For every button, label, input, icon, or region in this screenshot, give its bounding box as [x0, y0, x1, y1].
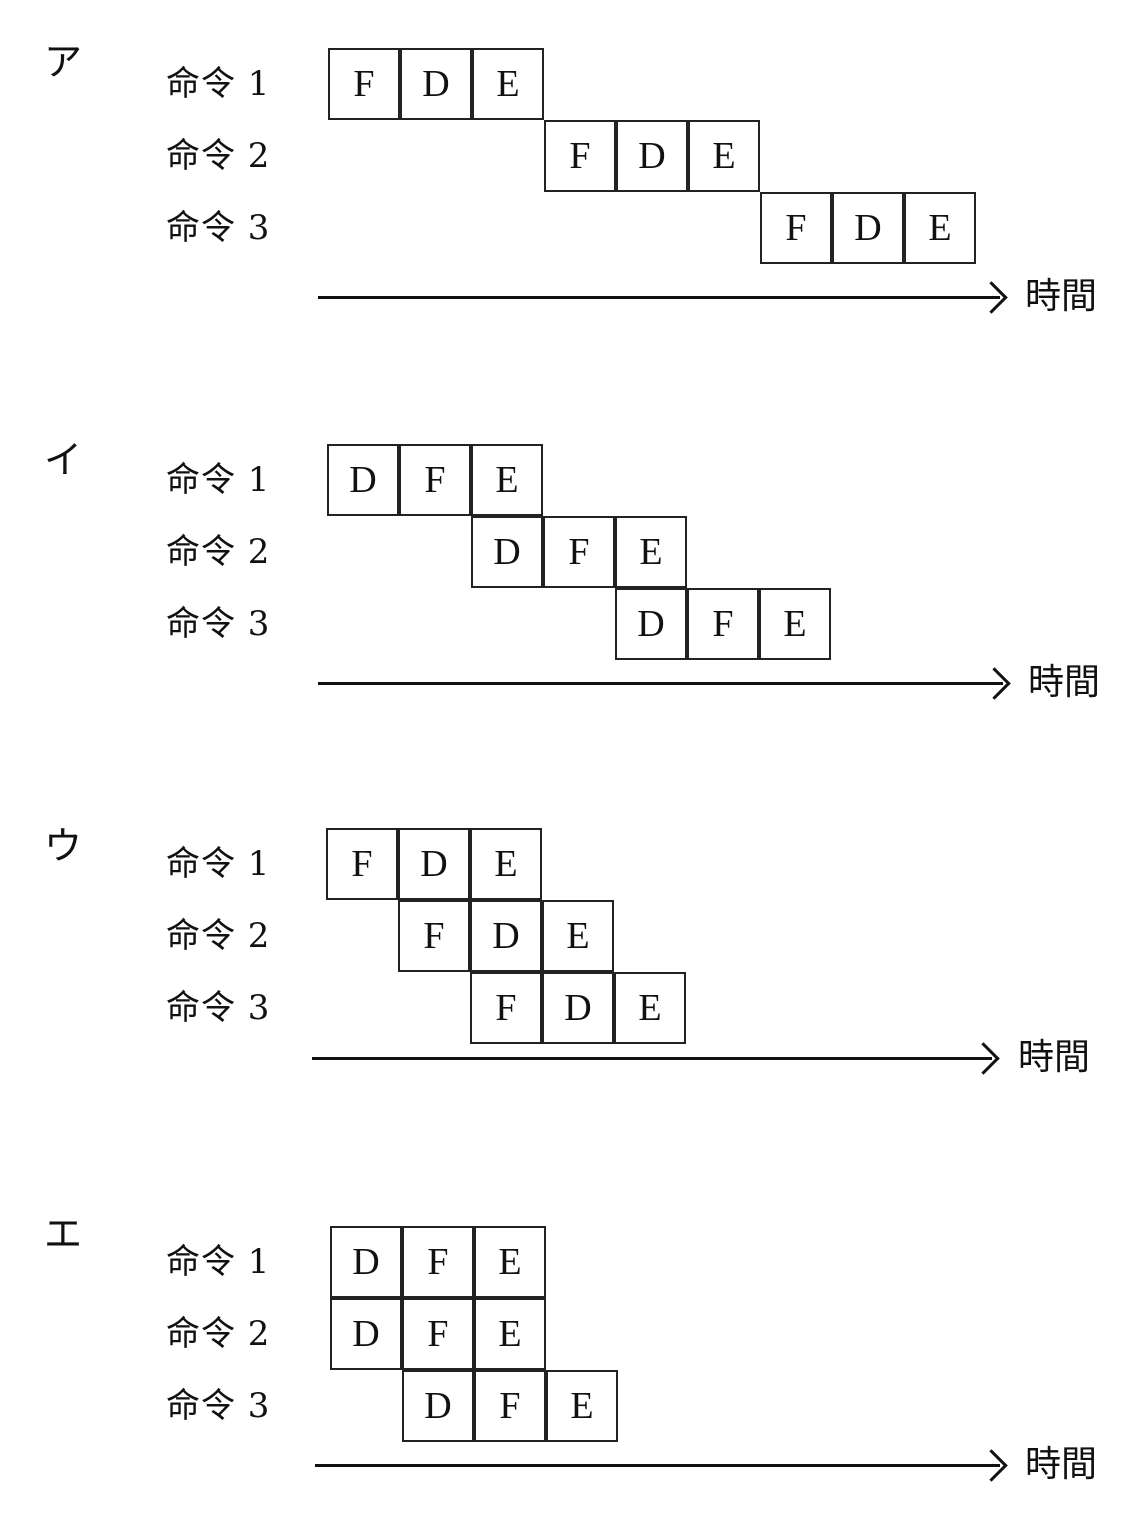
panel-label: イ [44, 438, 83, 482]
stage-cell-e: E [759, 588, 831, 660]
instruction-label: 命令 1 [166, 844, 271, 884]
instruction-label: 命令 2 [166, 532, 271, 572]
stage-cell-f: F [398, 900, 470, 972]
stage-cell-e: E [470, 828, 542, 900]
stage-cell-d: D [330, 1298, 402, 1370]
instruction-label: 命令 2 [166, 916, 271, 956]
stage-cell-d: D [400, 48, 472, 120]
instruction-label: 命令 3 [166, 1386, 271, 1426]
stage-cell-f: F [399, 444, 471, 516]
stage-cell-d: D [470, 900, 542, 972]
time-label: 時間 [1018, 1037, 1091, 1078]
stage-cell-d: D [471, 516, 543, 588]
stage-cell-d: D [542, 972, 614, 1044]
stage-cell-d: D [402, 1370, 474, 1442]
stage-cell-e: E [542, 900, 614, 972]
stage-cell-f: F [544, 120, 616, 192]
stage-cell-d: D [615, 588, 687, 660]
arrow-head-icon [967, 1042, 1000, 1075]
stage-cell-f: F [402, 1226, 474, 1298]
stage-cell-e: E [472, 48, 544, 120]
stage-cell-d: D [832, 192, 904, 264]
stage-cell-e: E [614, 972, 686, 1044]
stage-cell-d: D [616, 120, 688, 192]
stage-cell-e: E [474, 1226, 546, 1298]
stage-cell-f: F [687, 588, 759, 660]
stage-cell-e: E [546, 1370, 618, 1442]
panel-label: ウ [44, 824, 83, 868]
stage-cell-f: F [402, 1298, 474, 1370]
instruction-label: 命令 2 [166, 136, 271, 176]
time-axis [318, 296, 1000, 299]
stage-cell-e: E [615, 516, 687, 588]
stage-cell-f: F [474, 1370, 546, 1442]
stage-cell-f: F [326, 828, 398, 900]
stage-cell-d: D [327, 444, 399, 516]
stage-cell-f: F [328, 48, 400, 120]
arrow-head-icon [975, 1449, 1008, 1482]
time-label: 時間 [1028, 662, 1101, 703]
stage-cell-d: D [330, 1226, 402, 1298]
instruction-label: 命令 3 [166, 988, 271, 1028]
stage-cell-f: F [760, 192, 832, 264]
time-axis [312, 1057, 992, 1060]
time-axis [315, 1464, 1000, 1467]
arrow-head-icon [978, 667, 1011, 700]
panel-label: エ [44, 1212, 83, 1256]
stage-cell-f: F [470, 972, 542, 1044]
panel-label: ア [44, 40, 83, 84]
time-axis [318, 682, 1003, 685]
instruction-label: 命令 1 [166, 1242, 271, 1282]
stage-cell-e: E [904, 192, 976, 264]
stage-cell-e: E [474, 1298, 546, 1370]
time-label: 時間 [1025, 276, 1098, 317]
instruction-label: 命令 3 [166, 208, 271, 248]
instruction-label: 命令 1 [166, 460, 271, 500]
arrow-head-icon [975, 281, 1008, 314]
instruction-label: 命令 3 [166, 604, 271, 644]
instruction-label: 命令 2 [166, 1314, 271, 1354]
stage-cell-e: E [471, 444, 543, 516]
time-label: 時間 [1025, 1444, 1098, 1485]
stage-cell-f: F [543, 516, 615, 588]
instruction-label: 命令 1 [166, 64, 271, 104]
stage-cell-d: D [398, 828, 470, 900]
stage-cell-e: E [688, 120, 760, 192]
